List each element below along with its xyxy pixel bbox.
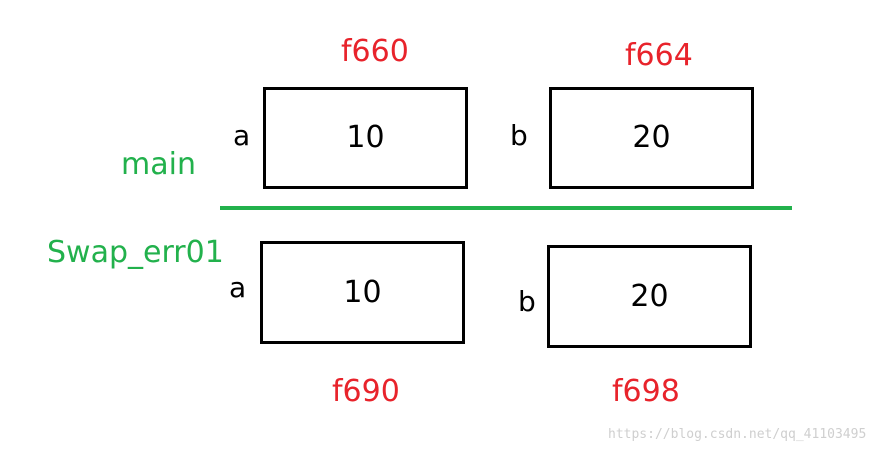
swap-b-box: 20: [547, 245, 752, 348]
main-frame-label: main: [121, 147, 196, 182]
main-b-box: 20: [549, 87, 754, 189]
main-a-label: a: [233, 119, 251, 152]
swap-a-value: 10: [343, 274, 382, 310]
main-a-value: 10: [346, 120, 385, 155]
swap-b-address: f698: [612, 374, 680, 409]
swap-frame-label: Swap_err01: [47, 235, 224, 270]
main-a-address: f660: [341, 34, 409, 69]
swap-a-box: 10: [260, 241, 465, 344]
main-a-box: 10: [263, 87, 468, 189]
swap-a-address: f690: [332, 374, 400, 409]
main-b-label: b: [510, 119, 528, 152]
swap-b-label: b: [518, 285, 536, 318]
swap-b-value: 20: [630, 278, 669, 314]
frame-divider: [220, 206, 792, 210]
swap-a-label: a: [229, 271, 247, 304]
main-b-value: 20: [632, 120, 671, 155]
main-b-address: f664: [625, 38, 693, 73]
watermark-url: https://blog.csdn.net/qq_41103495: [608, 427, 867, 442]
